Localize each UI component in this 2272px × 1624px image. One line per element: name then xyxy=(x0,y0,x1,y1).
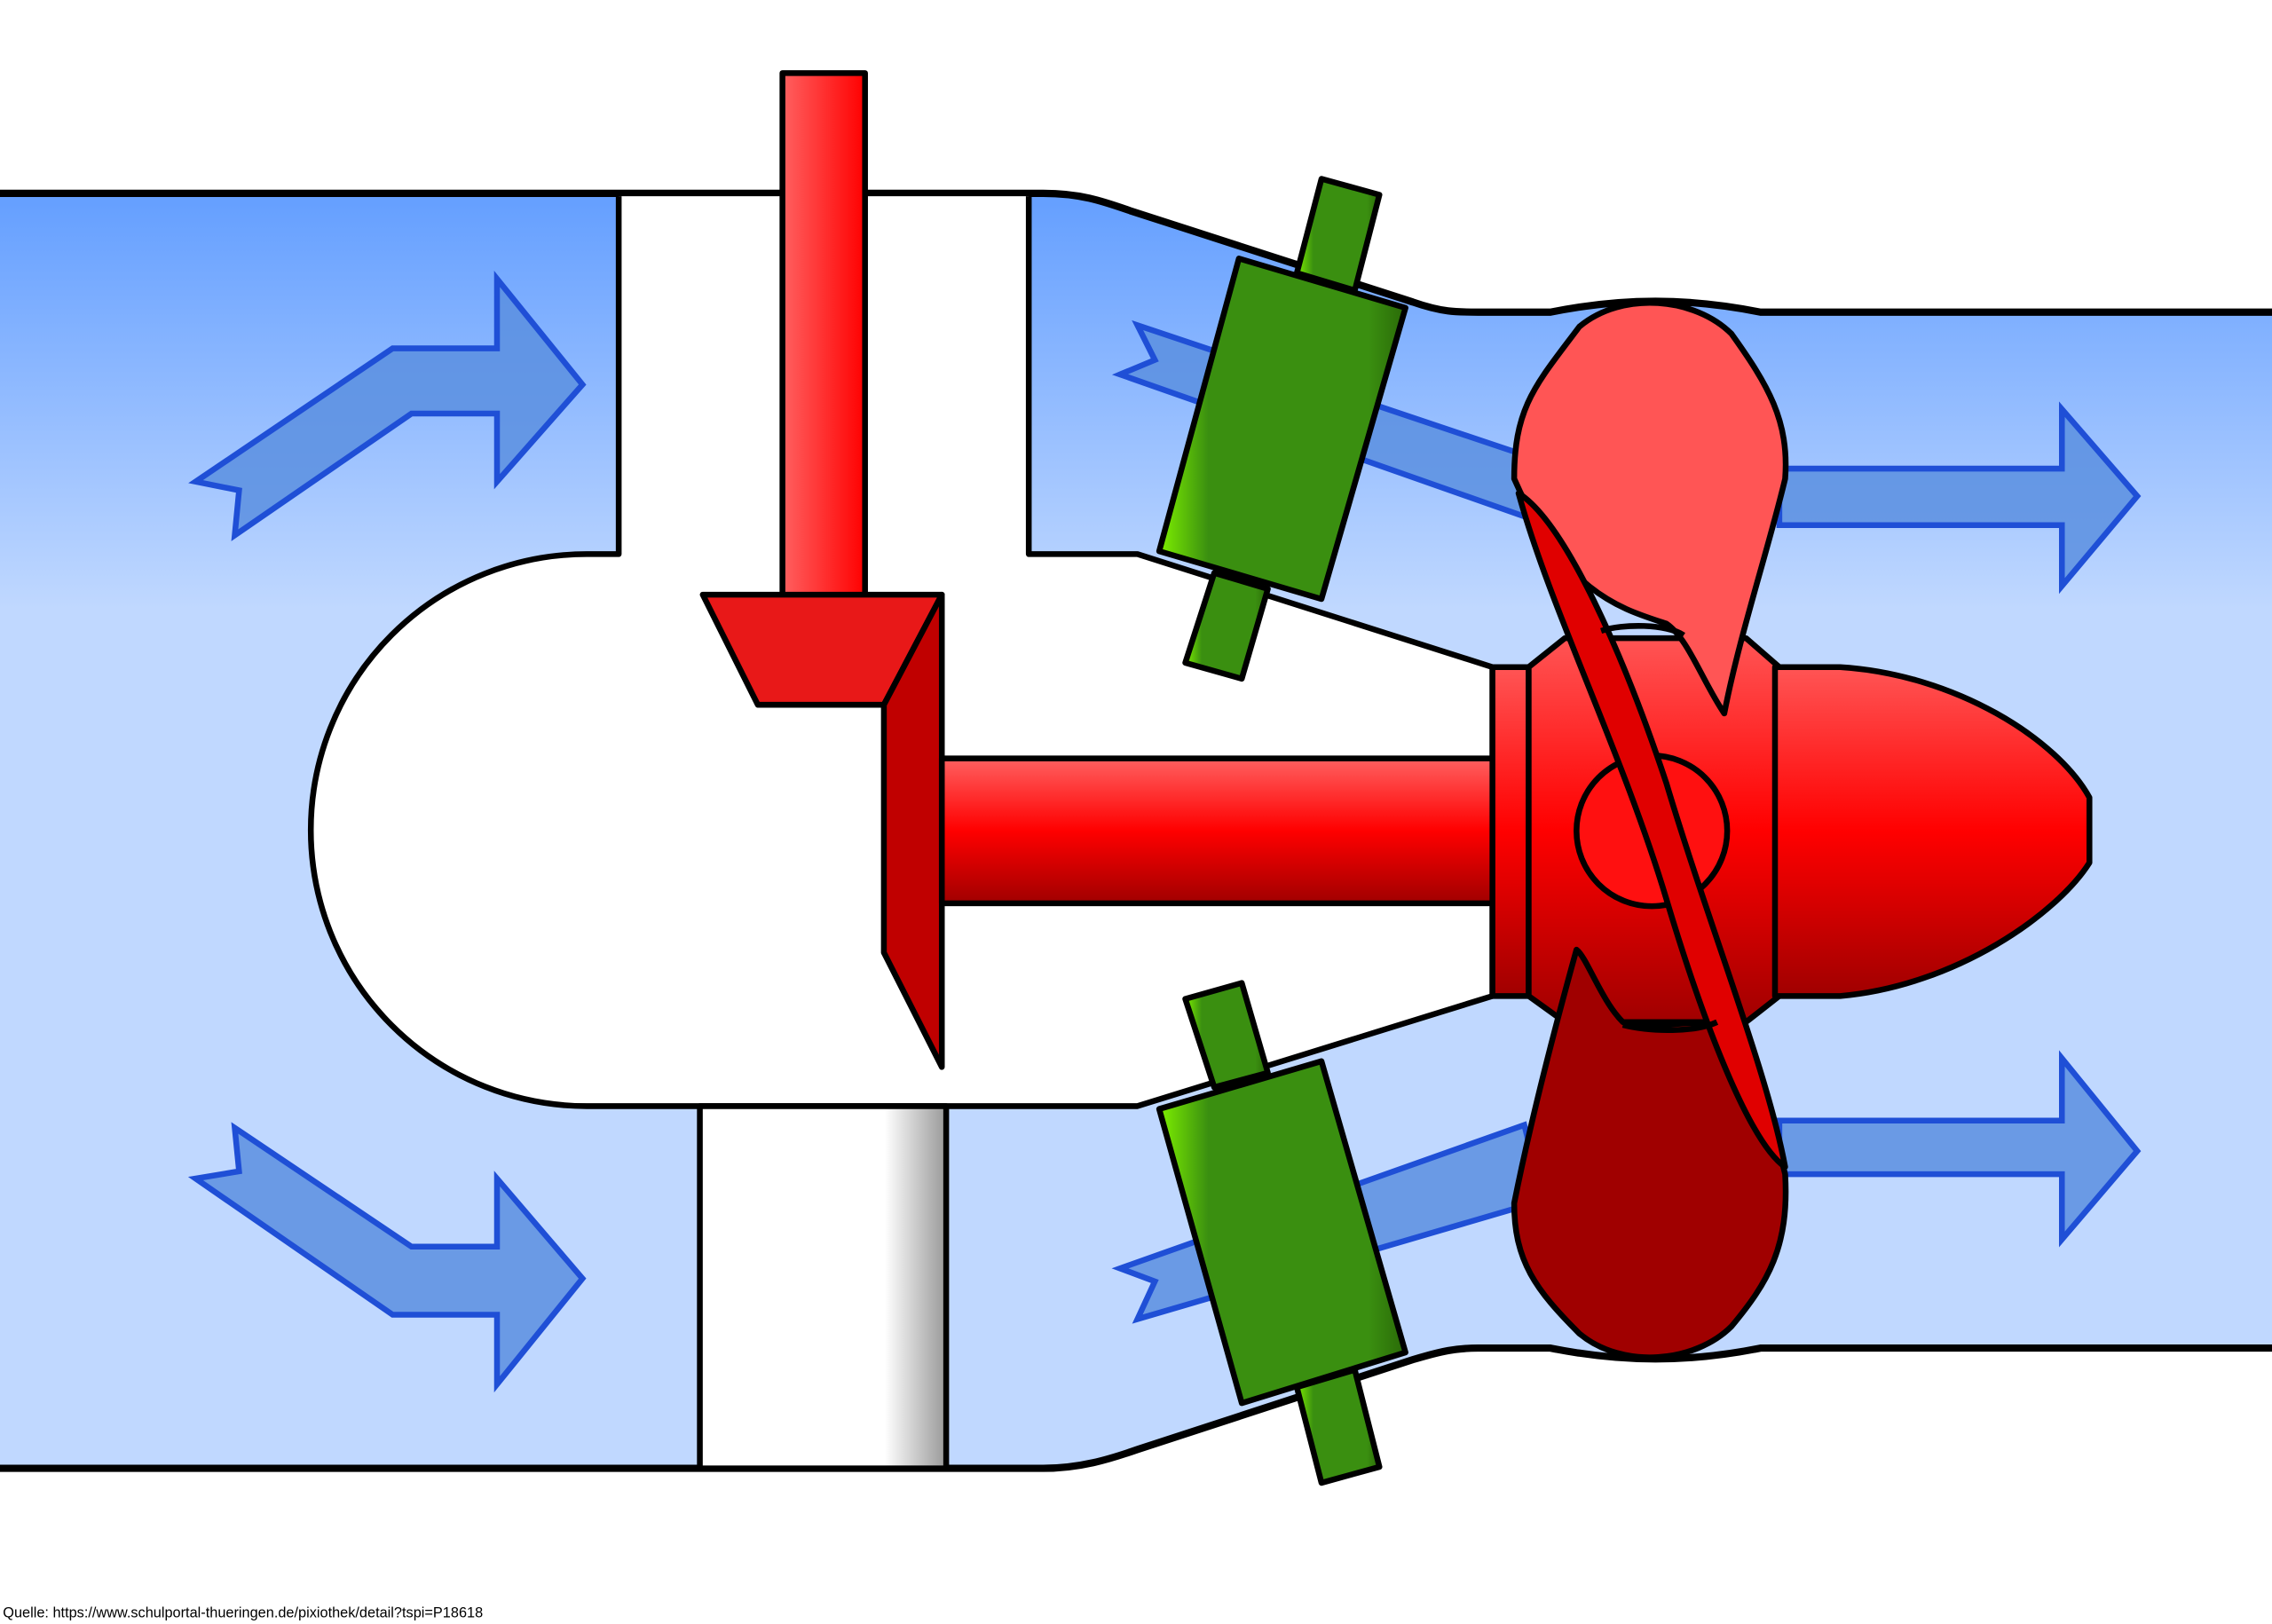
flow-arrow-upper-left xyxy=(188,270,587,541)
support-pillar xyxy=(697,1103,950,1471)
hub-nose-cone xyxy=(1771,664,2093,999)
channel-bottom-wall xyxy=(0,1344,2272,1472)
flow-arrow-upper-right xyxy=(1776,401,2142,595)
propeller-blade-middle xyxy=(1515,490,1788,1171)
hub-collar xyxy=(1489,664,1532,999)
horizontal-shaft xyxy=(938,755,1499,907)
vertical-shaft xyxy=(779,70,868,601)
generator-upper-axle-bottom xyxy=(1182,570,1271,682)
bevel-gear-vertical xyxy=(880,591,945,1070)
generator-lower xyxy=(1156,1058,1408,1407)
generator-upper-axle-top xyxy=(1293,176,1383,294)
generator-lower-axle-top xyxy=(1182,980,1271,1091)
propeller-blade-edge xyxy=(1600,623,1719,1034)
generator-upper xyxy=(1156,256,1408,603)
flow-arrow-lower-right xyxy=(1776,1050,2142,1248)
generator-lower-axle-bottom xyxy=(1293,1367,1383,1486)
propeller-blade-top xyxy=(1511,299,1789,717)
channel-top-wall xyxy=(0,189,2272,316)
flow-arrow-lower-left xyxy=(187,1122,587,1393)
source-caption: Quelle: https://www.schulportal-thuering… xyxy=(3,1605,483,1621)
